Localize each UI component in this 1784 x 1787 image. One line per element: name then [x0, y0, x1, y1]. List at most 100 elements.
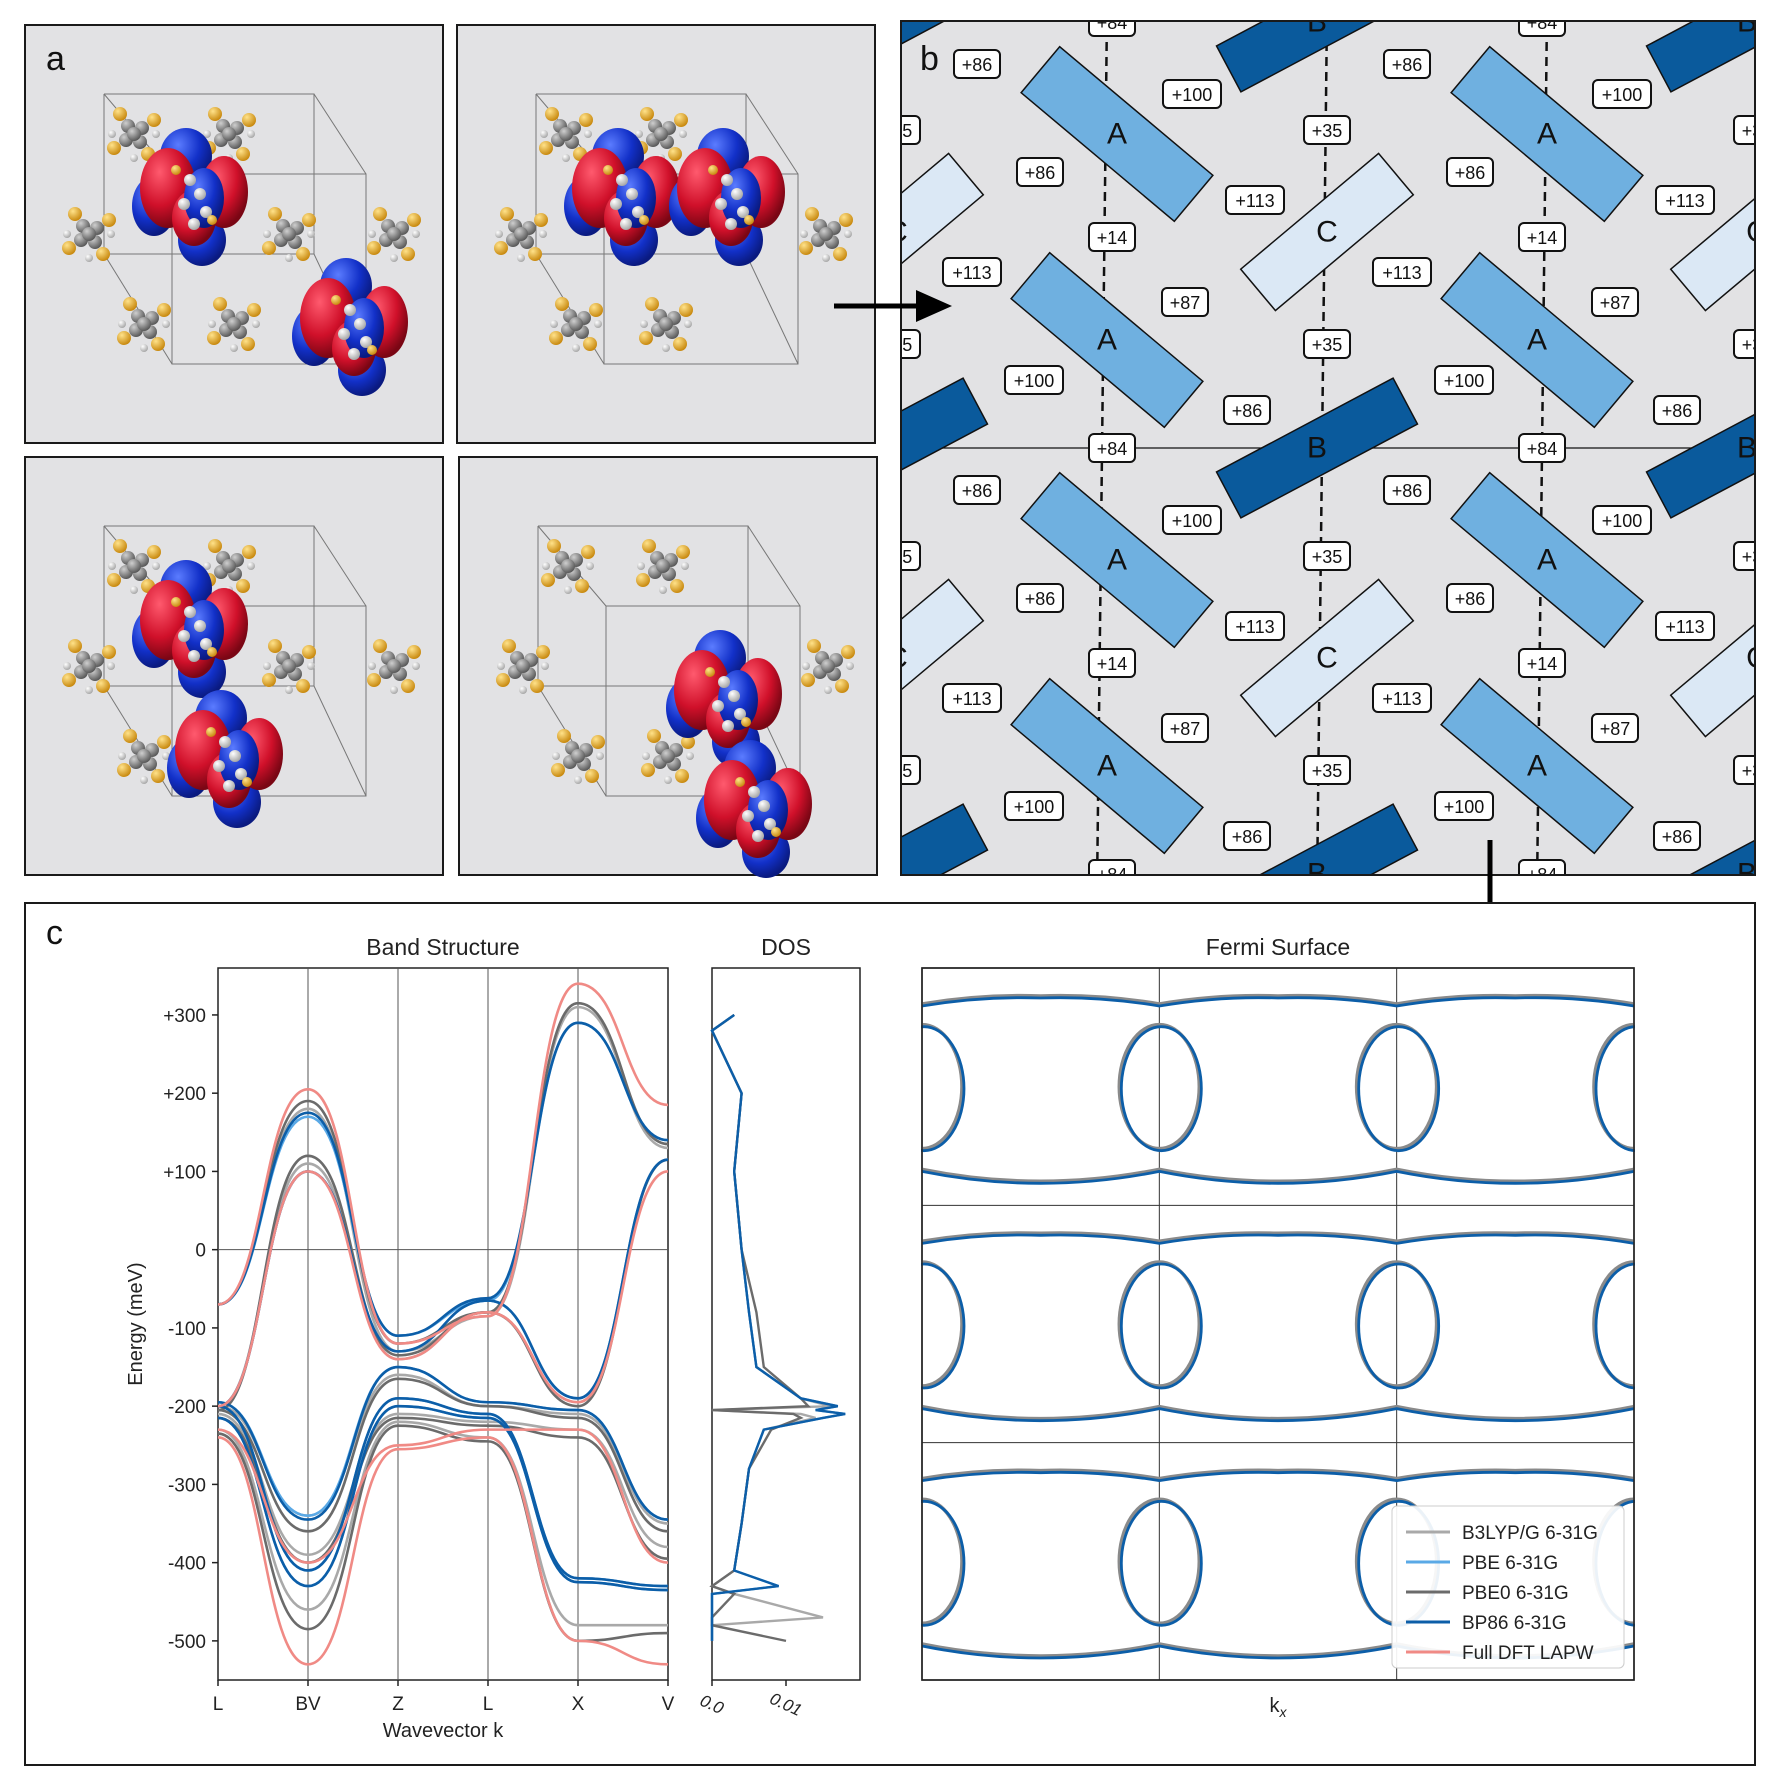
- hydrogen-atom: [63, 230, 71, 238]
- fermi-contour: [921, 1167, 1635, 1184]
- carbon-atom: [514, 227, 528, 241]
- sulfur-atom: [242, 777, 252, 787]
- sulfur-atom: [771, 827, 781, 837]
- cell-rendering-4: [496, 525, 855, 878]
- hydrogen-atom: [203, 130, 211, 138]
- hydrogen-atom: [616, 174, 628, 186]
- hydrogen-atom: [659, 586, 667, 594]
- molecule-rect: [1645, 22, 1754, 93]
- coupling-box: [1591, 287, 1639, 317]
- hydrogen-atom: [390, 254, 398, 262]
- hydrogen-atom: [637, 562, 645, 570]
- hydrogen-atom: [152, 130, 160, 138]
- sulfur-atom: [367, 241, 381, 255]
- sulfur-atom: [373, 639, 387, 653]
- fermi-pocket: [1357, 1262, 1441, 1390]
- molecule-rect: [1450, 471, 1644, 649]
- coupling-box: [1733, 115, 1754, 145]
- sulfur-atom: [117, 763, 131, 777]
- coupling-label: +35: [902, 541, 921, 571]
- fermi-contour: [921, 1169, 1635, 1185]
- sulfur-atom: [744, 215, 754, 225]
- legend-label: B3LYP/G 6-31G: [1462, 1523, 1598, 1544]
- hydrogen-atom: [664, 776, 672, 784]
- molecule-rect: [1020, 471, 1214, 649]
- hydrogen-atom: [235, 768, 247, 780]
- molecule-b: B: [902, 377, 989, 519]
- coupling-value: +87: [1170, 293, 1201, 313]
- sulfur-atom: [528, 247, 542, 261]
- band-line: [217, 1428, 669, 1564]
- coupling-value: +86: [1455, 163, 1486, 183]
- molecule-rect: [1010, 677, 1204, 855]
- coupling-value: +86: [1392, 481, 1423, 501]
- sulfur-atom: [268, 639, 282, 653]
- hydrogen-atom: [802, 662, 810, 670]
- sulfur-atom: [674, 113, 688, 127]
- band-xtick-label: V: [662, 1694, 675, 1715]
- hydrogen-atom: [541, 662, 549, 670]
- molecule-rect: [1645, 377, 1754, 519]
- molecule-label: C: [1746, 642, 1754, 675]
- coupling-box: [1653, 395, 1701, 425]
- coupling-label: +100: [1592, 505, 1652, 535]
- molecule-a: A: [1010, 251, 1204, 429]
- coupling-box: [1004, 791, 1064, 821]
- coupling-box: [1434, 791, 1494, 821]
- sulfur-atom: [833, 247, 847, 261]
- carbon-atom: [561, 559, 575, 573]
- hydrogen-atom: [252, 320, 260, 328]
- sulfur-atom: [496, 673, 510, 687]
- band-xtick-label: L: [213, 1694, 224, 1715]
- fermi-contour: [921, 993, 1635, 1006]
- coupling-box: [1004, 365, 1064, 395]
- coupling-value: +100: [1014, 371, 1055, 391]
- molecule-b: B: [1215, 22, 1419, 93]
- sulfur-atom: [242, 545, 256, 559]
- coupling-label: +86: [1016, 583, 1064, 613]
- coupling-label: +100: [1162, 79, 1222, 109]
- hydrogen-atom: [178, 630, 190, 642]
- hydrogen-atom: [635, 130, 643, 138]
- hydrogen-atom: [552, 752, 560, 760]
- sulfur-atom: [68, 639, 82, 653]
- hydrogen-atom: [681, 562, 689, 570]
- carbon-atom: [654, 127, 668, 141]
- hydrogen-atom: [307, 230, 315, 238]
- fermi-contour: [921, 1407, 1635, 1423]
- coupling-label: +14: [1518, 648, 1566, 678]
- coupling-label: +84: [1518, 433, 1566, 463]
- sulfur-atom: [536, 645, 550, 659]
- unit-cell-edge: [313, 93, 367, 175]
- coupling-box: [1088, 648, 1136, 678]
- hydrogen-atom: [208, 320, 216, 328]
- sulfur-atom: [213, 297, 227, 311]
- sulfur-atom: [262, 241, 276, 255]
- legend-label: BP86 6-31G: [1462, 1613, 1567, 1634]
- hydrogen-atom: [368, 230, 376, 238]
- molecule-c: C: [902, 578, 985, 738]
- fermi-pocket: [1119, 1025, 1203, 1153]
- hydrogen-atom: [574, 776, 582, 784]
- coupling-box: [1223, 395, 1271, 425]
- coupling-box: [1303, 115, 1351, 145]
- molecule-label: C: [1316, 216, 1338, 249]
- sulfur-atom: [236, 147, 250, 161]
- coupling-value: +113: [1665, 191, 1704, 211]
- coupling-box: [1162, 79, 1222, 109]
- sulfur-atom: [534, 213, 548, 227]
- coupling-label: +86: [1383, 49, 1431, 79]
- hydrogen-atom: [348, 348, 360, 360]
- coupling-label: +100: [1592, 79, 1652, 109]
- coupling-label: +35: [902, 329, 921, 359]
- hydrogen-atom: [213, 760, 225, 772]
- hydrogen-atom: [721, 174, 733, 186]
- sulfur-atom: [207, 215, 217, 225]
- molecule-c: C: [902, 152, 985, 312]
- molecule-rect: [902, 578, 985, 738]
- molecule: [494, 207, 548, 262]
- molecule-label: A: [1537, 544, 1557, 577]
- molecule-rect: [1669, 152, 1754, 312]
- sulfur-atom: [296, 679, 310, 693]
- unit-cell-edge: [745, 93, 799, 175]
